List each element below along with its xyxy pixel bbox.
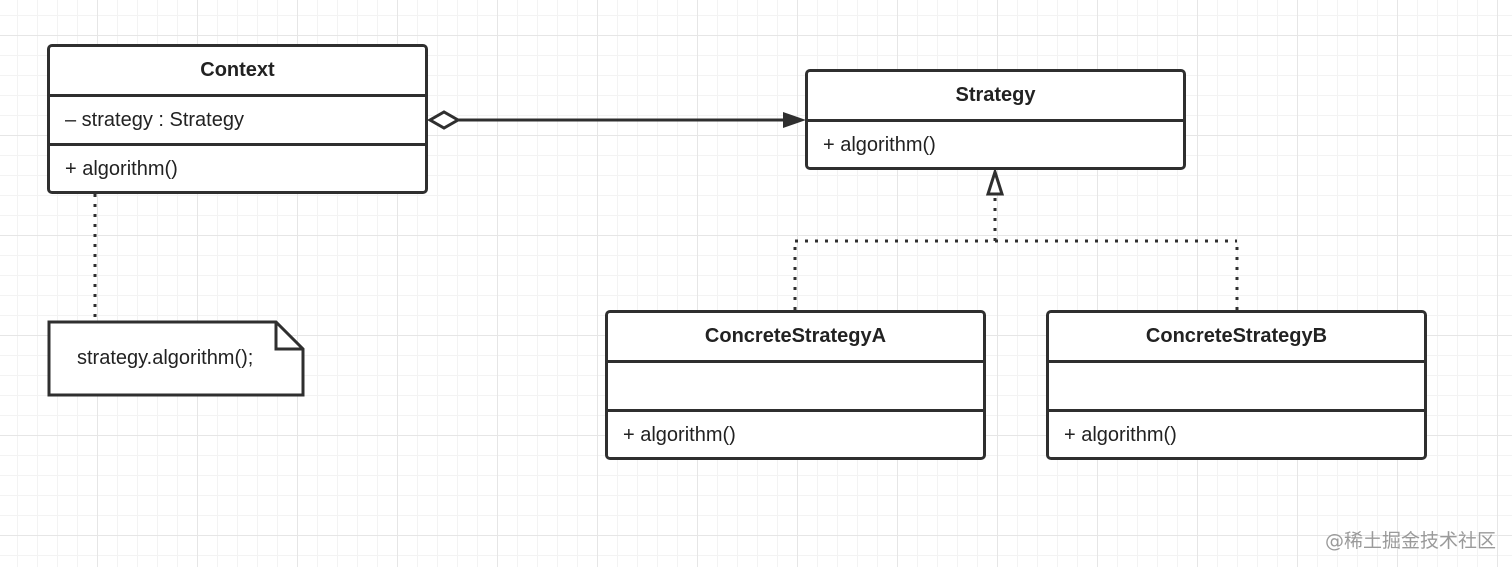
realization-arrowhead [985,167,1005,196]
operation-compartment: + algorithm() [1049,409,1424,458]
operation-text: + algorithm() [623,423,736,446]
concrete-strategy-b-class[interactable]: ConcreteStrategyB + algorithm() [1046,310,1427,460]
attribute-text: – strategy : Strategy [65,108,244,131]
association-arrowhead [783,112,806,128]
operation-compartment: + algorithm() [50,143,425,192]
class-name: Context [200,59,275,81]
operation-text: + algorithm() [1064,423,1177,446]
strategy-class[interactable]: Strategy + algorithm() [805,69,1186,170]
attribute-compartment: – strategy : Strategy [50,94,425,143]
class-name: Strategy [955,84,1036,106]
class-name: ConcreteStrategyA [704,325,887,347]
note-text: strategy.algorithm(); [77,347,254,369]
operation-compartment: + algorithm() [808,119,1183,168]
attribute-compartment [1049,360,1424,409]
note-shape [47,320,305,397]
context-class[interactable]: Context – strategy : Strategy + algorith… [47,44,428,194]
class-name: ConcreteStrategyB [1145,325,1328,347]
aggregation-diamond [426,110,462,130]
operation-text: + algorithm() [65,157,178,180]
attribute-compartment [608,360,983,409]
concrete-strategy-a-class[interactable]: ConcreteStrategyA + algorithm() [605,310,986,460]
operation-text: + algorithm() [823,133,936,156]
note-fold [274,322,303,351]
watermark: @稀土掘金技术社区 [1324,530,1496,552]
operation-compartment: + algorithm() [608,409,983,458]
